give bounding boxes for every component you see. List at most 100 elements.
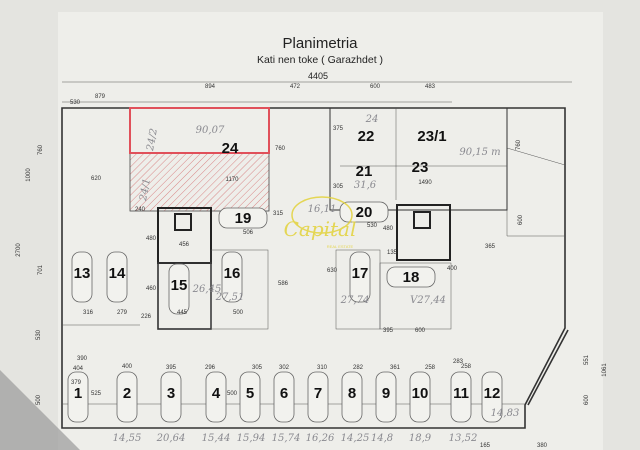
plan-title: Planimetria xyxy=(282,35,358,52)
garage-box-18 xyxy=(379,262,452,330)
dimension-label: 630 xyxy=(327,268,338,274)
dimension-label: 302 xyxy=(279,365,290,371)
parking-spot-label[interactable]: 11 xyxy=(453,385,469,402)
dimension-label: 620 xyxy=(91,176,102,182)
handwritten-area: 16,26 xyxy=(306,433,335,444)
car-icon xyxy=(450,371,472,423)
car-icon xyxy=(160,371,182,423)
dimension-label: 760 xyxy=(275,146,286,152)
dimension-label: 551 xyxy=(584,354,590,365)
parking-spot-label[interactable]: 13 xyxy=(74,265,91,282)
dimension-label: 1061 xyxy=(602,363,608,377)
parking-spot-label[interactable]: 16 xyxy=(224,265,241,282)
dimension-label: 600 xyxy=(518,214,524,225)
dimension-label: 1170 xyxy=(226,177,240,183)
car-icon xyxy=(349,251,371,303)
car-icon xyxy=(386,266,436,288)
car-icon xyxy=(205,371,227,423)
parking-spot-label[interactable]: 20 xyxy=(356,204,373,221)
car-icon xyxy=(273,371,295,423)
handwritten-area: 18,9 xyxy=(409,433,432,444)
handwritten-note-24: 24/2 xyxy=(145,128,160,153)
handwritten-area-17: 27,74 xyxy=(340,295,370,306)
parking-spot-label[interactable]: 23/1 xyxy=(417,128,446,145)
car-icon xyxy=(307,371,329,423)
dimension-label: 165 xyxy=(480,443,491,449)
parking-spot-label[interactable]: 3 xyxy=(167,385,175,402)
dimension-label: 445 xyxy=(177,310,188,316)
highlighted-spot-24[interactable] xyxy=(129,107,270,154)
dimension-label: 379 xyxy=(71,380,82,386)
dimension-label: 315 xyxy=(273,211,284,217)
dimension-label: 460 xyxy=(146,286,157,292)
handwritten-area: 15,94 xyxy=(237,433,266,444)
parking-spot-label[interactable]: 9 xyxy=(382,385,390,402)
dimension-label: 480 xyxy=(383,226,394,232)
outer-wall xyxy=(61,107,566,429)
car-icon xyxy=(67,371,89,423)
stairwell-right xyxy=(396,204,451,261)
dimension-label: 600 xyxy=(370,84,381,90)
parking-spot-label[interactable]: 14 xyxy=(109,265,126,282)
elevator-left-icon xyxy=(174,213,192,231)
parking-spot-label[interactable]: 15 xyxy=(171,277,188,294)
dimension-label: 1490 xyxy=(418,180,432,186)
parking-spot-label[interactable]: 2 xyxy=(123,385,131,402)
car-icon xyxy=(409,371,431,423)
dimension-label: 530 xyxy=(367,223,378,229)
dimension-label: 390 xyxy=(77,356,88,362)
dimension-label: 395 xyxy=(166,365,177,371)
parking-spot-label[interactable]: 10 xyxy=(412,385,429,402)
dimension-label: 760 xyxy=(38,144,44,155)
dimension-label: 305 xyxy=(333,184,344,190)
parking-spot-label[interactable]: 17 xyxy=(352,265,369,282)
parking-spot-label[interactable]: 23 xyxy=(412,159,429,176)
parking-spot-label[interactable]: 21 xyxy=(356,163,373,180)
parking-spot-label[interactable]: 1 xyxy=(74,385,82,402)
dimension-label: 500 xyxy=(227,391,238,397)
dimension-label: 310 xyxy=(317,365,328,371)
dimension-label: 586 xyxy=(278,281,289,287)
paper-sheet xyxy=(58,12,603,450)
dimension-label: 395 xyxy=(383,328,394,334)
parking-spot-label[interactable]: 24 xyxy=(222,140,239,157)
handwritten-area-18: V27,44 xyxy=(410,295,446,306)
car-icon xyxy=(106,251,128,303)
parking-spot-label[interactable]: 8 xyxy=(348,385,356,402)
cars xyxy=(67,201,503,423)
dimension-label: 500 xyxy=(36,394,42,405)
dimension-label: 365 xyxy=(485,244,496,250)
car-icon xyxy=(239,371,261,423)
dimension-label: 400 xyxy=(447,266,458,272)
handwritten-area-23-1: 90,15 m xyxy=(459,147,500,158)
dimension-label: 258 xyxy=(461,364,472,370)
dimension-label: 530 xyxy=(70,100,81,106)
garage-box-16 xyxy=(210,249,269,330)
car-icon xyxy=(168,263,190,315)
car-icon xyxy=(71,251,93,303)
dimension-label: 525 xyxy=(91,391,102,397)
dimension-label: 500 xyxy=(233,310,244,316)
dimension-label: 226 xyxy=(141,314,152,320)
parking-spot-label[interactable]: 12 xyxy=(484,385,501,402)
parking-spot-label[interactable]: 22 xyxy=(358,128,375,145)
page-corner-shadow xyxy=(0,370,80,450)
parking-spot-label[interactable]: 5 xyxy=(246,385,254,402)
total-width-label: 4405 xyxy=(308,71,328,81)
dimension-label: 380 xyxy=(537,443,548,449)
handwritten-area-16: 27,51 xyxy=(215,292,245,303)
dimension-label: 1000 xyxy=(26,168,32,182)
parking-spot-label[interactable]: 6 xyxy=(280,385,288,402)
handwritten-area-24: 90,07 xyxy=(196,125,225,136)
parking-spot-label[interactable]: 19 xyxy=(235,210,252,227)
plan-subtitle: Kati nen toke ( Garazhdet ) xyxy=(257,54,383,66)
parking-spot-label[interactable]: 4 xyxy=(212,385,221,402)
parking-spot-label[interactable]: 7 xyxy=(314,385,322,402)
parking-spot-label[interactable]: 18 xyxy=(403,269,420,286)
watermark-logo: Capital REAL ESTATE xyxy=(284,196,356,249)
hatched-area-24-1 xyxy=(129,152,270,212)
handwritten-area: 14,25 xyxy=(341,433,370,444)
